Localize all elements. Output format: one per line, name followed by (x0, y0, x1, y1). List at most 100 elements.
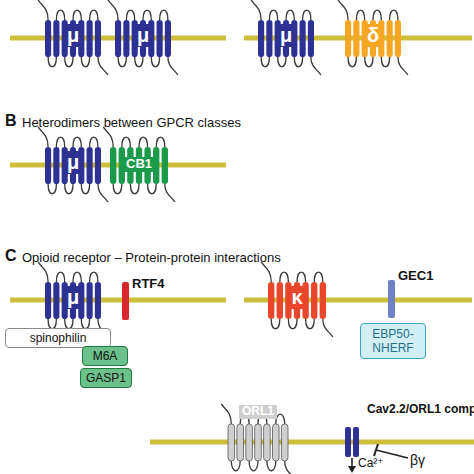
text-label: Heterodimers between GPCR classes (22, 115, 241, 130)
receptor: δ (345, 1, 401, 71)
helix (300, 20, 306, 57)
panel-letter: B (5, 112, 17, 130)
receptor: μ (45, 1, 101, 71)
receptor-label: ORL1 (239, 405, 277, 419)
n-terminus (338, 0, 348, 20)
receptor-label: μ (64, 151, 82, 174)
n-terminus (38, 0, 48, 20)
c-terminus (165, 184, 175, 202)
loop (56, 272, 64, 282)
receptor: ORL1 (228, 405, 288, 474)
helix (87, 147, 93, 184)
receptor: μ (45, 128, 101, 198)
protein-label: RTF4 (132, 276, 165, 291)
loop (356, 10, 364, 20)
c-terminus (323, 319, 333, 337)
loop (151, 57, 159, 67)
helix (320, 282, 326, 319)
helix (395, 20, 401, 57)
loop (73, 137, 81, 147)
loop (314, 272, 323, 282)
helix (266, 20, 272, 57)
loop (48, 184, 56, 194)
helix (53, 147, 59, 184)
channel-subunit (345, 427, 351, 457)
loop (48, 57, 56, 67)
loop (143, 10, 151, 20)
helix (264, 424, 271, 461)
c-terminus (311, 57, 321, 75)
loop (130, 184, 139, 194)
loop (297, 272, 306, 282)
arrow-head (348, 466, 356, 473)
channel-subunit (353, 427, 359, 457)
loop (148, 184, 157, 194)
loop (118, 57, 126, 67)
c-terminus (98, 57, 108, 75)
receptor: μ (45, 263, 101, 333)
loop (135, 57, 143, 67)
protein-label: GASP1 (86, 371, 126, 385)
loop (365, 57, 373, 67)
helix (255, 424, 262, 461)
helix (258, 20, 264, 57)
loop (381, 57, 389, 67)
helix (162, 147, 168, 184)
loop (269, 10, 277, 20)
c-terminus (98, 184, 108, 202)
helix (45, 282, 51, 319)
receptor-label: μ (64, 286, 82, 309)
loop (288, 319, 297, 329)
loop (90, 272, 98, 282)
membrane (10, 163, 226, 168)
receptor-label: μ (64, 24, 82, 47)
loop (231, 461, 240, 471)
ion-channel: Cav2.2/ORL1 complex (340, 400, 474, 460)
helix (115, 20, 121, 57)
loop (126, 10, 134, 20)
loop (65, 57, 73, 67)
loop (73, 272, 81, 282)
text-label: Ca²⁺ (358, 456, 384, 470)
helix (53, 20, 59, 57)
loop (286, 10, 294, 20)
inhibition-bar (374, 444, 378, 456)
loop (373, 10, 381, 20)
protein-box: EBP50-NHERF (360, 323, 426, 359)
helix (237, 424, 244, 461)
loop (90, 137, 98, 147)
helix (387, 20, 393, 57)
loop (390, 10, 398, 20)
loop (278, 57, 286, 67)
protein-box: GASP1 (80, 368, 132, 388)
loop (156, 137, 165, 147)
receptor-label: CB1 (123, 157, 155, 172)
loop (81, 57, 89, 67)
helix (277, 282, 283, 319)
loop (267, 461, 276, 471)
receptor-label: μ (277, 24, 295, 47)
loop (139, 137, 148, 147)
n-terminus (221, 404, 231, 424)
protein-label: spinophilin (30, 331, 87, 345)
protein-label: GEC1 (398, 268, 433, 283)
helix (45, 20, 51, 57)
protein-box: spinophilin (5, 328, 111, 348)
helix (95, 282, 101, 319)
protein-box: M6A (82, 346, 128, 366)
loop (56, 137, 64, 147)
loop (65, 184, 73, 194)
loop (122, 137, 131, 147)
loop (160, 10, 168, 20)
loop (303, 10, 311, 20)
loop (271, 319, 280, 329)
c-terminus (285, 461, 295, 474)
n-terminus (108, 0, 118, 20)
helix (95, 20, 101, 57)
helix (53, 282, 59, 319)
receptor: CB1 (110, 128, 168, 198)
receptor: μ (115, 1, 171, 71)
helix (273, 424, 280, 461)
helix (353, 20, 359, 57)
helix (165, 20, 171, 57)
